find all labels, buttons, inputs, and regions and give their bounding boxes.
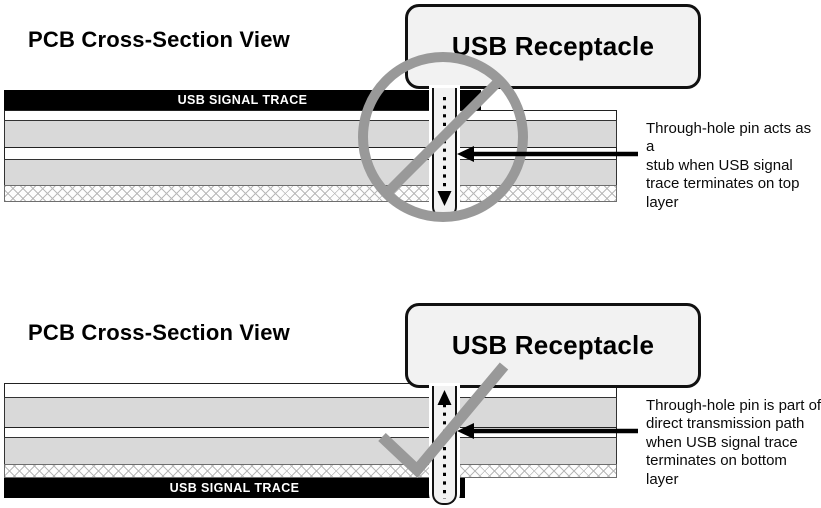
annotation-line: layer — [646, 470, 679, 488]
annotation-text-direct-path: Through-hole pin is part of direct trans… — [646, 397, 821, 489]
annotation-line: stub when USB signal — [646, 156, 793, 174]
annotation-line: layer — [646, 193, 679, 211]
pcb-layer-core-top-1 — [4, 120, 617, 148]
pcb-view-title-bottom: PCB Cross-Section View — [28, 320, 290, 345]
through-hole-pin-top — [432, 88, 457, 218]
pcb-layer-bottom-hatch-top-diagram — [4, 185, 617, 202]
through-hole-pin-bottom — [432, 386, 457, 505]
annotation-line: trace terminates on top — [646, 175, 800, 193]
usb-signal-trace-label: USB SIGNAL TRACE — [169, 481, 300, 495]
pcb-layer-core-bottom-1 — [4, 397, 617, 428]
usb-signal-trace-label: USB SIGNAL TRACE — [177, 93, 308, 107]
annotation-line: when USB signal trace — [646, 433, 798, 451]
pcb-layer-core-top-2 — [4, 159, 617, 186]
usb-signal-trace-bottom-layer: USB SIGNAL TRACE — [4, 478, 465, 498]
pcb-view-title-top: PCB Cross-Section View — [28, 27, 290, 52]
usb-signal-trace-top-layer: USB SIGNAL TRACE — [4, 90, 481, 110]
usb-receptacle-box-bottom: USB Receptacle — [405, 303, 701, 388]
annotation-line: Through-hole pin is part of — [646, 397, 821, 414]
annotation-line: terminates on bottom — [646, 452, 787, 470]
pcb-layer-bottom-hatch-bottom-diagram — [4, 464, 617, 478]
annotation-text-stub: Through-hole pin acts as a stub when USB… — [646, 120, 821, 212]
annotation-line: direct transmission path — [646, 415, 805, 433]
annotation-line: Through-hole pin acts as a — [646, 120, 812, 156]
usb-receptacle-label: USB Receptacle — [451, 31, 655, 61]
usb-receptacle-label: USB Receptacle — [451, 330, 655, 360]
pcb-layer-core-bottom-2 — [4, 437, 617, 465]
usb-receptacle-box-top: USB Receptacle — [405, 4, 701, 89]
